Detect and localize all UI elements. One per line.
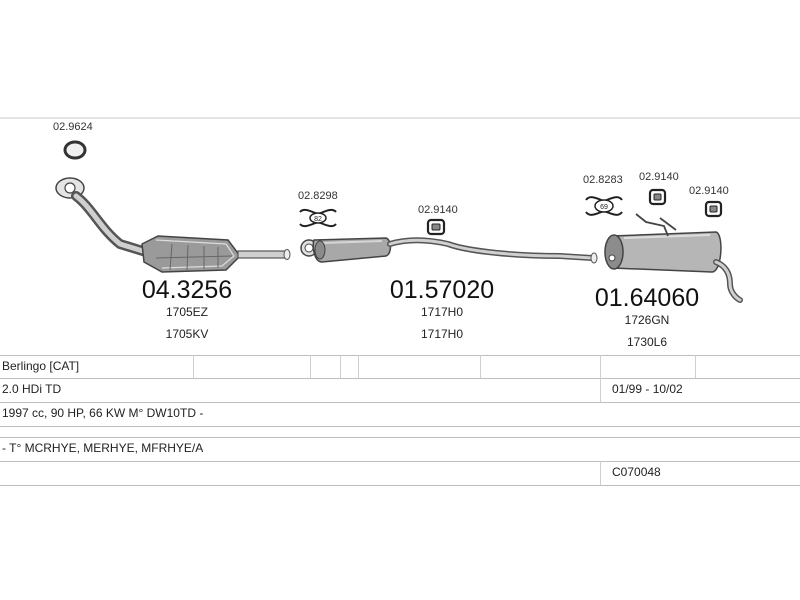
clamp-badge: 69	[600, 204, 608, 211]
hanger-code: 02.9140	[689, 185, 729, 197]
rubber-hanger-icon	[648, 188, 667, 206]
engine-cell: 2.0 HDi TD	[2, 382, 62, 396]
types-cell: - T° MCRHYE, MERHYE, MFRHYE/A	[2, 441, 204, 455]
section-ref: 1717H0	[421, 327, 463, 341]
model-cell: Berlingo [CAT]	[2, 359, 80, 373]
middle-silencer[interactable]: 82	[299, 208, 598, 264]
svg-text:82: 82	[314, 216, 322, 223]
section-ref: 1717H0	[421, 305, 463, 319]
front-pipe-catalyst[interactable]	[55, 140, 291, 273]
gasket-ring-icon	[63, 140, 87, 160]
clamp-icon: 69	[585, 196, 623, 216]
section-code: 04.3256	[142, 276, 232, 304]
section-code: 01.57020	[390, 276, 494, 304]
hanger-code: 02.9140	[418, 204, 458, 216]
rear-silencer[interactable]: 69	[585, 188, 743, 303]
gasket-code: 02.9624	[53, 121, 93, 133]
silencer-body-icon	[312, 237, 392, 263]
clamp-code: 02.8298	[298, 190, 338, 202]
section-ref: 1726GN	[625, 313, 670, 327]
section-ref: 1705EZ	[166, 305, 208, 319]
rubber-hanger-icon	[704, 200, 723, 218]
specs-cell: 1997 cc, 90 HP, 66 KW M° DW10TD -	[2, 406, 204, 420]
clamp-icon: 82	[299, 208, 337, 228]
clamp-code: 02.8283	[583, 174, 623, 186]
section-ref: 1705KV	[166, 327, 209, 341]
catalytic-converter-icon	[141, 235, 241, 273]
catalog-code-cell: C070048	[612, 465, 661, 479]
section-ref: 1730L6	[627, 335, 667, 349]
rear-silencer-body-icon	[604, 231, 722, 273]
rubber-hanger-icon	[426, 218, 446, 236]
years-cell: 01/99 - 10/02	[612, 382, 683, 396]
hanger-code: 02.9140	[639, 171, 679, 183]
section-code: 01.64060	[595, 284, 699, 312]
